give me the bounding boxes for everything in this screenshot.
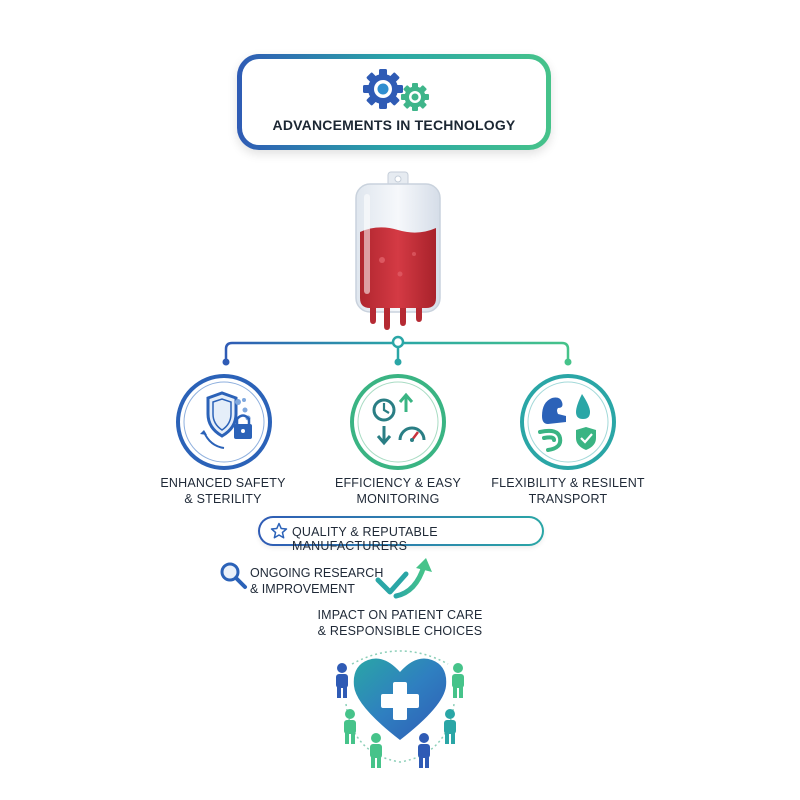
person-icon (418, 733, 430, 768)
pillar-efficiency-icon (350, 374, 446, 470)
shield-lock-icon (200, 391, 252, 449)
pillar-flexibility-caption: FLEXIBILITY & RESILENT TRANSPORT (491, 476, 645, 506)
research-caption: ONGOING RESEARCH & IMPROVEMENT (250, 566, 384, 596)
impact-caption: IMPACT ON PATIENT CARE & RESPONSIBLE CHO… (317, 608, 483, 638)
checkmark-arrow-icon (375, 558, 432, 599)
person-icon (444, 709, 456, 744)
person-icon (336, 663, 348, 698)
heart-medical-cross-icon (336, 650, 464, 768)
title-box: ADVANCEMENTS IN TECHNOLOGY (237, 54, 551, 150)
magnifier-icon (220, 562, 247, 589)
quality-pill: QUALITY & REPUTABLE MANUFACTURERS (258, 516, 544, 553)
star-icon (270, 522, 288, 539)
pillar-flexibility-icon (520, 374, 616, 470)
gears-icon (363, 69, 429, 111)
clock-gauge-icon (372, 392, 426, 446)
title-text: ADVANCEMENTS IN TECHNOLOGY (272, 117, 516, 133)
blood-bag-icon (355, 171, 441, 330)
pillar-safety-caption: ENHANCED SAFETY & STERILITY (160, 476, 286, 506)
flexible-transport-icon (538, 394, 596, 452)
person-icon (452, 663, 464, 698)
person-icon (344, 709, 356, 744)
person-icon (370, 733, 382, 768)
pillar-safety-icon (176, 374, 272, 470)
pillar-efficiency-caption: EFFICIENCY & EASY MONITORING (334, 476, 462, 506)
quality-label: QUALITY & REPUTABLE MANUFACTURERS (292, 525, 438, 553)
